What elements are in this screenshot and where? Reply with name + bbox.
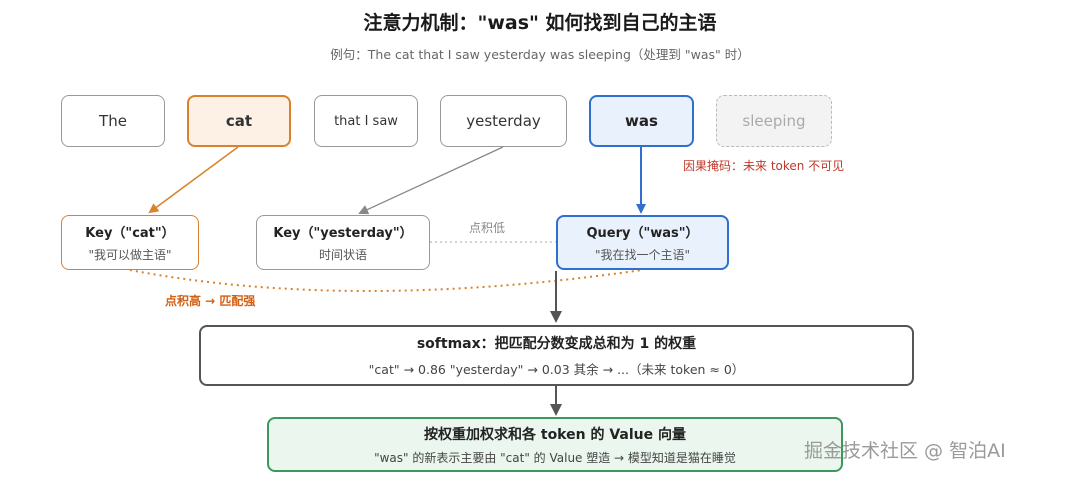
key-cat-desc: "我可以做主语" (88, 248, 172, 262)
causal-mask-note: 因果掩码：未来 token 不可见 (683, 159, 845, 173)
dot-product-high-label: 点积高 → 匹配强 (165, 294, 256, 308)
weighted-sum-detail: "was" 的新表示主要由 "cat" 的 Value 塑造 → 模型知道是猫在… (374, 450, 736, 465)
softmax-box: softmax：把匹配分数变成总和为 1 的权重 "cat" → 0.86 "y… (199, 325, 914, 386)
query-was-desc: "我在找一个主语" (594, 248, 691, 262)
softmax-detail: "cat" → 0.86 "yesterday" → 0.03 其余 → ...… (368, 362, 745, 377)
token-sleeping-masked: sleeping (716, 95, 832, 147)
token-was: was (589, 95, 694, 147)
key-yesterday-title: Key（"yesterday"） (273, 226, 413, 241)
token-yesterday: yesterday (440, 95, 567, 147)
dot-product-low-label: 点积低 (469, 221, 506, 235)
watermark: 掘金技术社区 @ 智泊AI (804, 440, 1006, 462)
softmax-title: softmax：把匹配分数变成总和为 1 的权重 (416, 336, 697, 352)
query-was-title: Query（"was"） (586, 226, 699, 241)
query-was-box: Query（"was"） "我在找一个主语" (556, 215, 729, 270)
arrow-yesterday-to-key (358, 146, 504, 215)
diagram-subtitle: 例句：The cat that I saw yesterday was slee… (330, 47, 750, 62)
key-cat-title: Key（"cat"） (85, 226, 175, 241)
weighted-sum-box: 按权重加权求和各 token 的 Value 向量 "was" 的新表示主要由 … (267, 417, 843, 472)
key-yesterday-box: Key（"yesterday"） 时间状语 (256, 215, 430, 270)
token-cat: cat (187, 95, 291, 147)
weighted-sum-title: 按权重加权求和各 token 的 Value 向量 (424, 426, 686, 443)
key-yesterday-desc: 时间状语 (318, 248, 367, 262)
key-cat-box: Key（"cat"） "我可以做主语" (61, 215, 199, 270)
diagram-title: 注意力机制："was" 如何找到自己的主语 (363, 12, 717, 34)
dotted-high-link (129, 269, 643, 292)
arrow-cat-to-key (148, 146, 239, 214)
token-that-i-saw: that I saw (314, 95, 418, 147)
token-the: The (61, 95, 165, 147)
